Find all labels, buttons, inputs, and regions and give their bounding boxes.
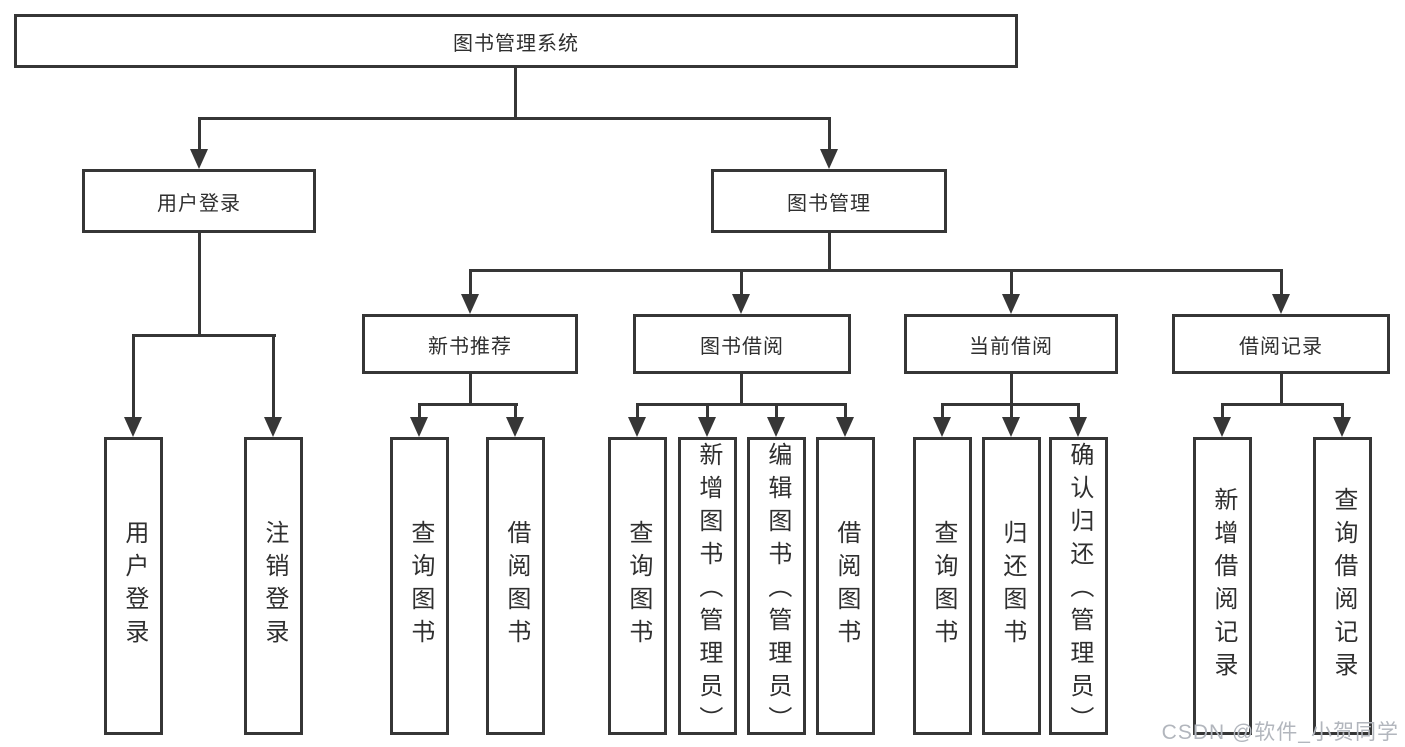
connector-line — [514, 66, 517, 120]
node-new-book-recommend-label: 新书推荐 — [428, 335, 512, 358]
arrow-down-icon — [933, 417, 951, 437]
connector-line — [1010, 269, 1013, 296]
arrow-down-icon — [1333, 417, 1351, 437]
connector-line — [706, 403, 709, 419]
connector-line — [272, 334, 275, 418]
connector-line — [132, 334, 276, 337]
leaf-query-books-current: 查询图书 — [913, 437, 972, 735]
arrow-down-icon — [410, 417, 428, 437]
connector-line — [844, 403, 847, 419]
node-root-label: 图书管理系统 — [453, 32, 579, 55]
connector-line — [198, 117, 831, 120]
leaf-label: 新增借阅记录 — [1209, 487, 1237, 685]
node-borrow-records: 借阅记录 — [1172, 314, 1390, 374]
connector-line — [418, 403, 421, 419]
arrow-down-icon — [461, 294, 479, 314]
leaf-logout: 注销登录 — [244, 437, 303, 735]
node-book-borrow: 图书借阅 — [633, 314, 851, 374]
leaf-label: 查询图书 — [929, 520, 957, 652]
arrow-down-icon — [1002, 417, 1020, 437]
node-book-management: 图书管理 — [711, 169, 947, 233]
connector-line — [775, 403, 778, 419]
arrow-down-icon — [698, 417, 716, 437]
connector-line — [1221, 403, 1344, 406]
node-current-borrow-label: 当前借阅 — [969, 335, 1053, 358]
leaf-add-borrow-record: 新增借阅记录 — [1193, 437, 1252, 735]
leaf-label: 归还图书 — [998, 520, 1026, 652]
node-borrow-records-label: 借阅记录 — [1239, 335, 1323, 358]
leaf-label: 查询图书 — [624, 520, 652, 652]
leaf-borrow-books-recommend: 借阅图书 — [486, 437, 545, 735]
leaf-confirm-return-admin: 确认归还（管理员） — [1049, 437, 1108, 739]
arrow-down-icon — [124, 417, 142, 437]
leaf-label: 编辑图书（管理员） — [763, 442, 791, 739]
connector-line — [1280, 269, 1283, 296]
node-user-login: 用户登录 — [82, 169, 316, 233]
arrow-down-icon — [836, 417, 854, 437]
arrow-down-icon — [628, 417, 646, 437]
leaf-label: 新增图书（管理员） — [694, 442, 722, 739]
arrow-down-icon — [264, 417, 282, 437]
arrow-down-icon — [506, 417, 524, 437]
connector-line — [636, 403, 847, 406]
arrow-down-icon — [1213, 417, 1231, 437]
node-root: 图书管理系统 — [14, 14, 1018, 68]
leaf-return-books: 归还图书 — [982, 437, 1041, 735]
arrow-down-icon — [732, 294, 750, 314]
connector-line — [740, 269, 743, 296]
connector-line — [1010, 372, 1013, 406]
arrow-down-icon — [1069, 417, 1087, 437]
node-book-management-label: 图书管理 — [787, 192, 871, 215]
leaf-label: 借阅图书 — [832, 520, 860, 652]
leaf-user-login: 用户登录 — [104, 437, 163, 735]
leaf-label: 查询图书 — [406, 520, 434, 652]
leaf-add-books-admin: 新增图书（管理员） — [678, 437, 737, 739]
arrow-down-icon — [1002, 294, 1020, 314]
leaf-label: 借阅图书 — [502, 520, 530, 652]
leaf-label: 注销登录 — [260, 520, 288, 652]
node-new-book-recommend: 新书推荐 — [362, 314, 578, 374]
node-current-borrow: 当前借阅 — [904, 314, 1118, 374]
connector-line — [198, 231, 201, 337]
connector-line — [828, 117, 831, 150]
arrow-down-icon — [820, 149, 838, 169]
connector-line — [469, 269, 1283, 272]
connector-line — [941, 403, 944, 419]
leaf-label: 用户登录 — [120, 520, 148, 652]
leaf-query-borrow-record: 查询借阅记录 — [1313, 437, 1372, 735]
connector-line — [1221, 403, 1224, 419]
connector-line — [514, 403, 517, 419]
connector-line — [132, 334, 135, 418]
leaf-edit-books-admin: 编辑图书（管理员） — [747, 437, 806, 739]
arrow-down-icon — [767, 417, 785, 437]
connector-line — [740, 372, 743, 406]
arrow-down-icon — [190, 149, 208, 169]
connector-line — [636, 403, 639, 419]
connector-line — [828, 231, 831, 272]
leaf-label: 确认归还（管理员） — [1065, 442, 1093, 739]
node-book-borrow-label: 图书借阅 — [700, 335, 784, 358]
connector-line — [198, 117, 201, 150]
leaf-query-books-borrow: 查询图书 — [608, 437, 667, 735]
connector-line — [469, 372, 472, 406]
connector-line — [1010, 403, 1013, 419]
connector-line — [469, 269, 472, 296]
connector-line — [1077, 403, 1080, 419]
arrow-down-icon — [1272, 294, 1290, 314]
csdn-watermark: CSDN @软件_小贺同学 — [1161, 721, 1399, 744]
leaf-query-books-recommend: 查询图书 — [390, 437, 449, 735]
connector-line — [1341, 403, 1344, 419]
node-user-login-label: 用户登录 — [157, 192, 241, 215]
leaf-borrow-books: 借阅图书 — [816, 437, 875, 735]
connector-line — [1280, 372, 1283, 406]
connector-line — [418, 403, 518, 406]
leaf-label: 查询借阅记录 — [1329, 487, 1357, 685]
